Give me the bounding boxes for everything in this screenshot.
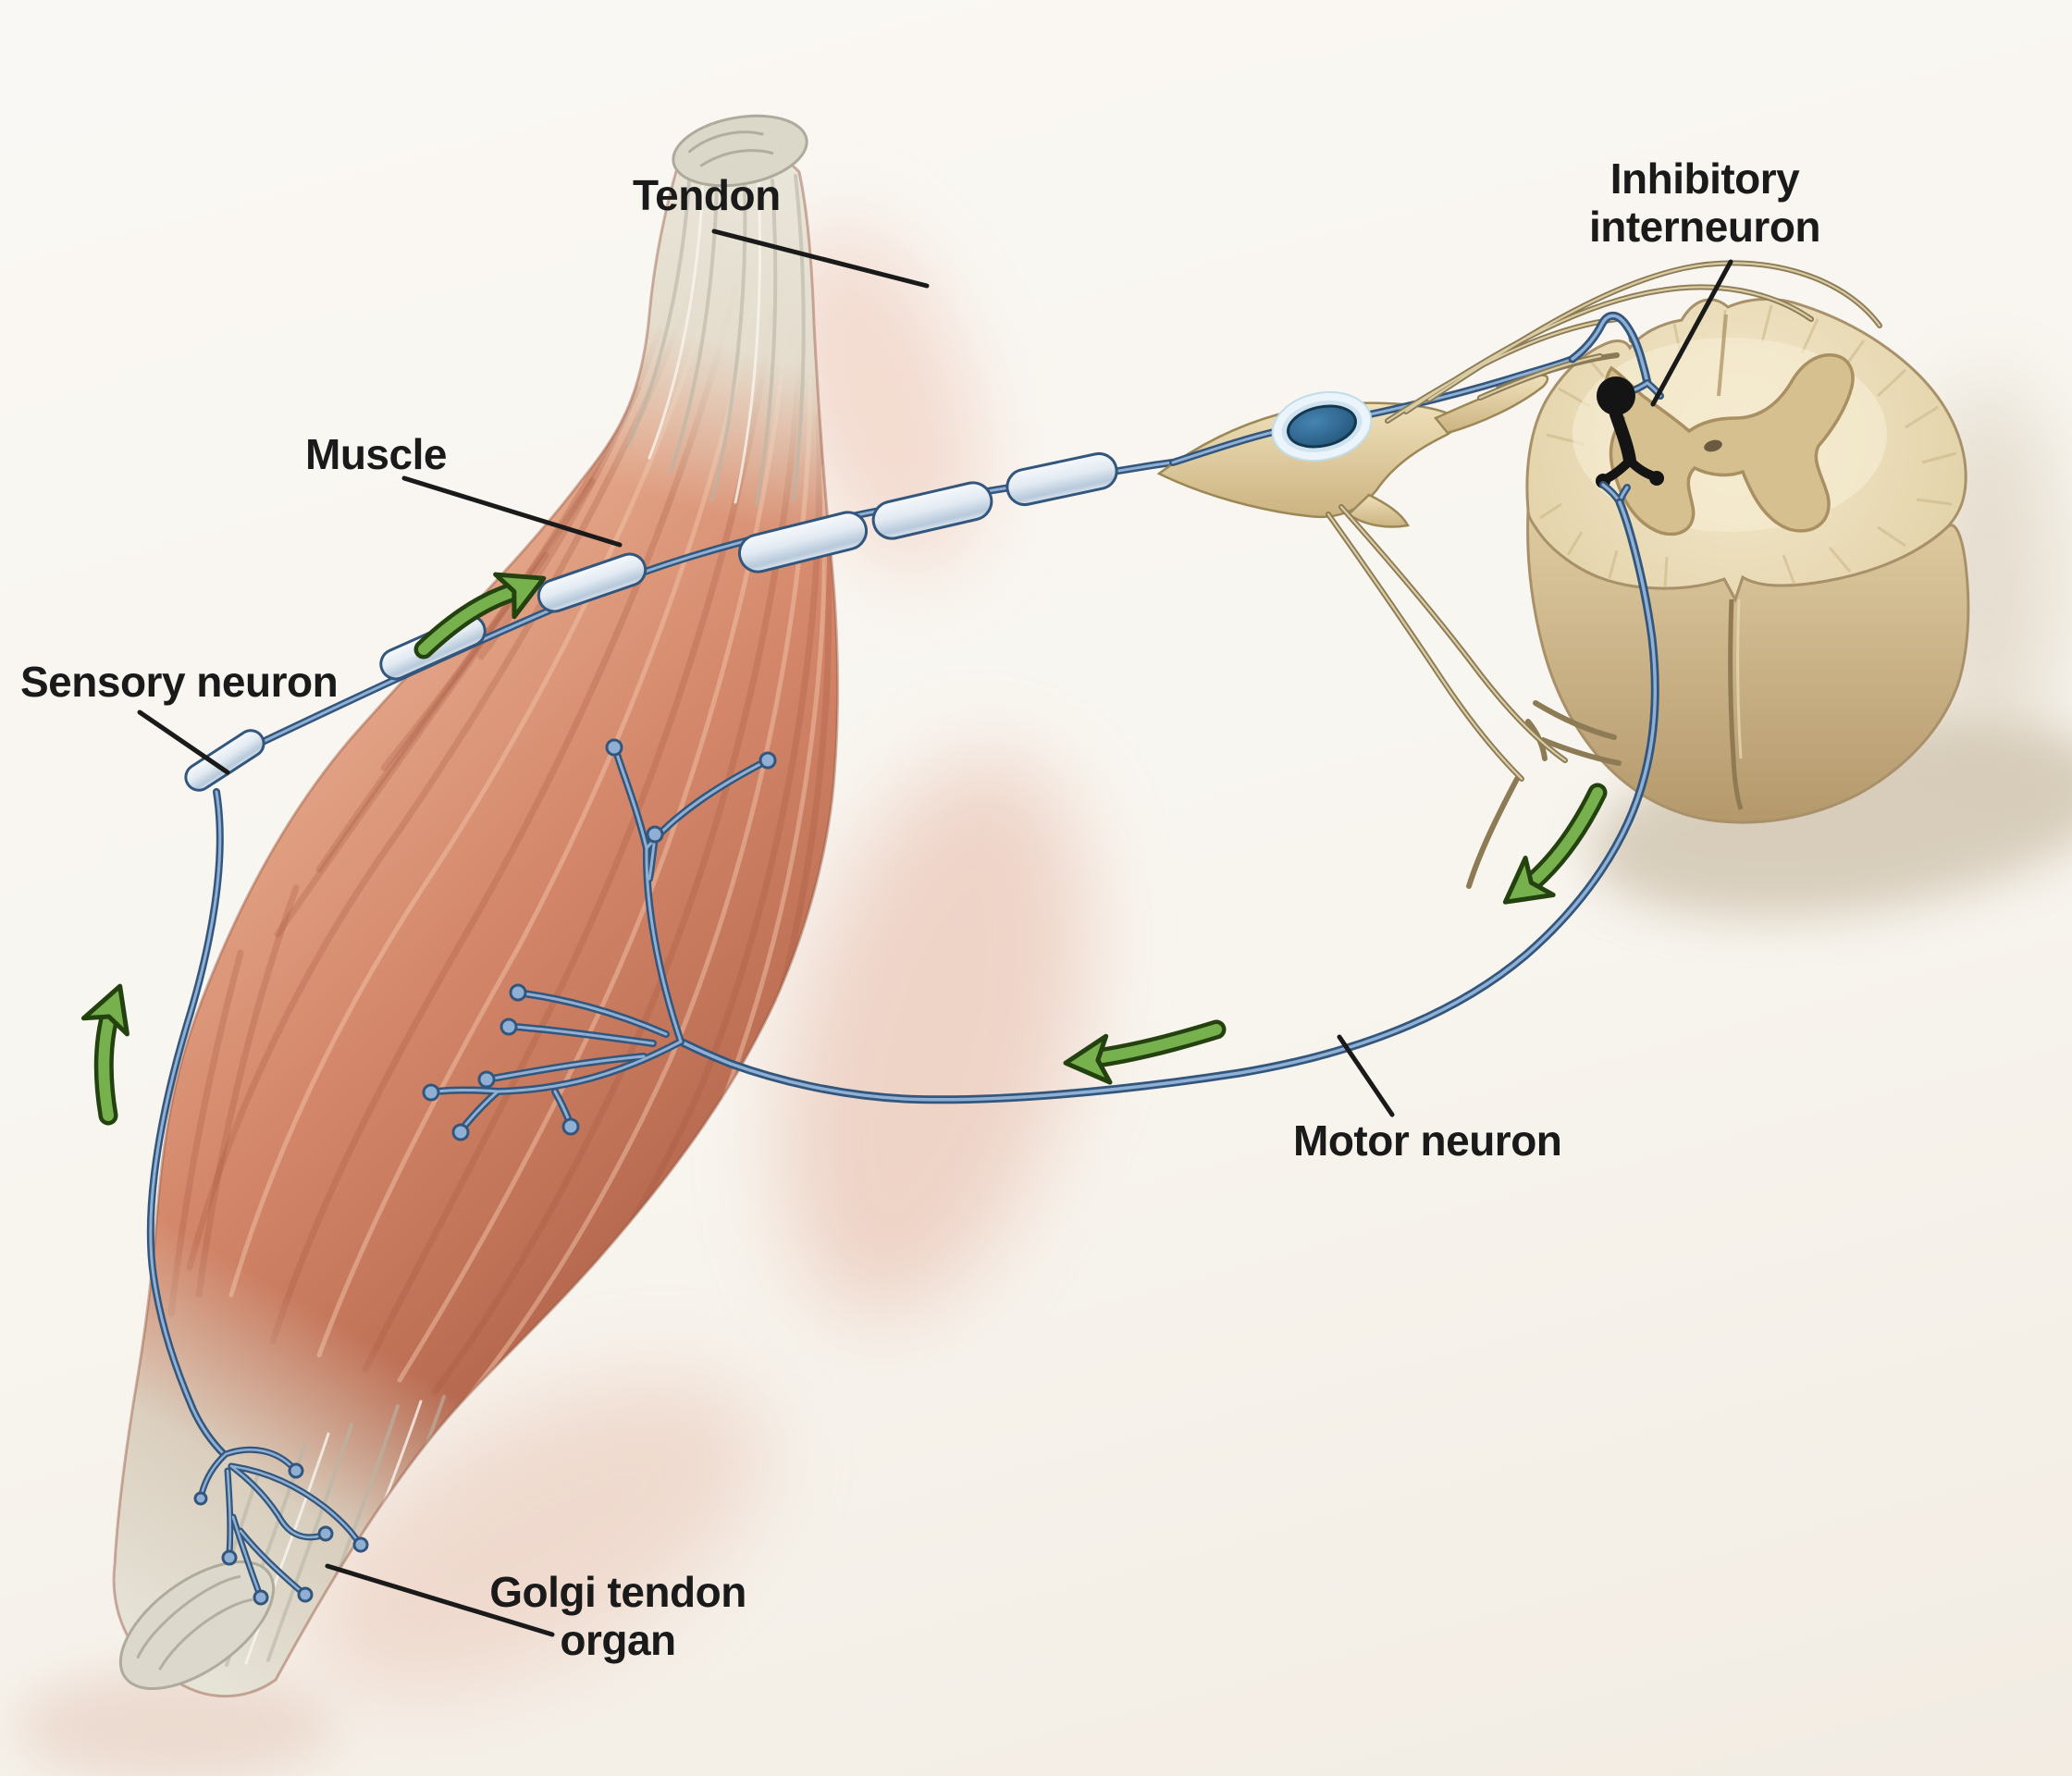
- myelin-sheath-segments: [184, 451, 1118, 792]
- sensory-neuron: [146, 451, 1177, 1606]
- soft-shadows: [18, 228, 2072, 1776]
- leader-muscle: [401, 475, 623, 548]
- leader-golgi-tendon-organ: [325, 1563, 555, 1637]
- sensory-neuron-cell-body: [1271, 391, 1373, 462]
- tendon-top-cut-end: [672, 114, 808, 188]
- label-inhibitory-interneuron: Inhibitory interneuron: [1588, 154, 1821, 251]
- myelin-segment: [536, 552, 648, 613]
- anterior-median-fissure: [1728, 598, 1744, 810]
- dorsal-median-sulcus: [1717, 314, 1728, 397]
- spinal-cord: [1525, 298, 1970, 824]
- signal-arrow-motor-exiting-cord: [1491, 783, 1608, 920]
- leader-sensory-neuron: [137, 709, 230, 775]
- motor-neuron: [422, 481, 1659, 1141]
- myelin-segment: [1005, 451, 1118, 507]
- label-motor-neuron: Motor neuron: [1293, 1116, 1562, 1165]
- myelin-segment: [737, 511, 869, 574]
- motor-end-branches: [422, 738, 777, 1141]
- dorsal-root-ganglion: [1156, 355, 1576, 528]
- gray-matter: [1604, 353, 1855, 536]
- leader-lines: [137, 228, 1733, 1637]
- central-canal: [1704, 439, 1722, 452]
- label-golgi-tendon-organ: Golgi tendon organ: [489, 1568, 746, 1664]
- leader-inhibitory-interneuron: [1650, 259, 1733, 407]
- inhibitory-interneuron-cell: [1596, 376, 1664, 488]
- label-tendon: Tendon: [633, 171, 781, 219]
- label-muscle: Muscle: [305, 430, 447, 478]
- signal-arrow-sensory-in-muscle: [413, 557, 553, 660]
- signal-arrow-sensory-ascending: [83, 979, 142, 1126]
- tendon-bottom-cut-end: [118, 1560, 276, 1690]
- myelin-segment: [184, 729, 265, 792]
- myelin-segment: [871, 481, 993, 540]
- nerve-root-fibers: [1326, 260, 1882, 889]
- leader-motor-neuron: [1337, 1034, 1395, 1117]
- golgi-tendon-organ: [193, 1446, 369, 1606]
- label-sensory-neuron: Sensory neuron: [20, 658, 339, 706]
- leader-tendon: [711, 228, 930, 289]
- signal-arrow-motor-to-muscle: [1064, 1019, 1227, 1086]
